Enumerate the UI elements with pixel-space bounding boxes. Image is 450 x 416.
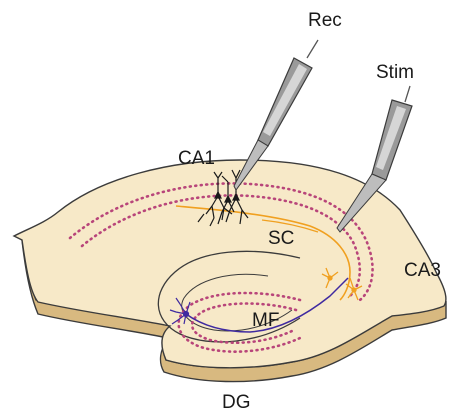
ca3-label: CA3 [404, 260, 441, 281]
dg-label: DG [222, 392, 251, 413]
mf-label: MF [252, 310, 279, 331]
sc-label: SC [268, 228, 294, 249]
rec-label: Rec [308, 10, 342, 31]
ca1-label: CA1 [178, 148, 215, 169]
stim-label: Stim [376, 62, 414, 83]
